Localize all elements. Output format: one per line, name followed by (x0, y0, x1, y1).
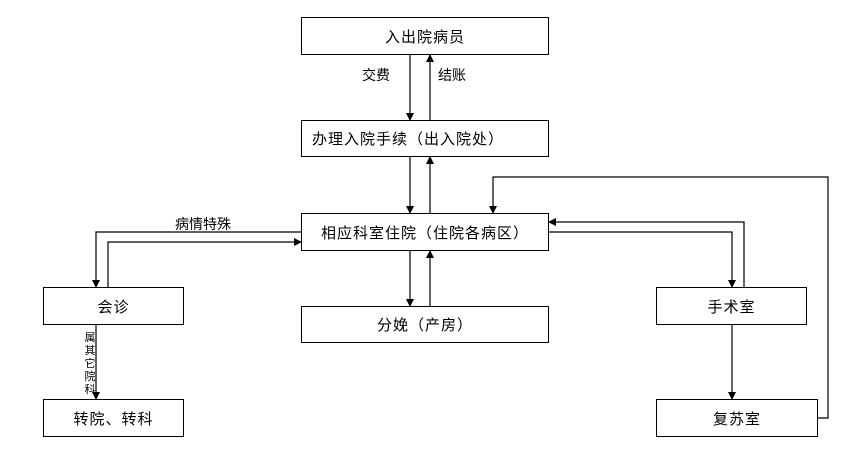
node-delivery-label: 分娩（产房） (376, 316, 473, 334)
node-patients: 入出院病员 (301, 17, 549, 55)
node-delivery: 分娩（产房） (301, 306, 549, 343)
arrow-consult-to-ward (107, 238, 302, 287)
node-surgery: 手术室 (656, 287, 807, 325)
edge-label-special: 病情特殊 (175, 217, 231, 233)
edge-label-settle: 结账 (438, 68, 466, 84)
arrow-ward-to-consult (92, 231, 301, 288)
node-admission: 办理入院手续（出入院处） (301, 120, 549, 157)
edge-label-other-hospital: 属其它院科 (84, 331, 96, 396)
arrow-surgery-to-ward (548, 218, 745, 287)
node-patients-label: 入出院病员 (384, 27, 465, 46)
node-recovery-label: 复苏室 (712, 409, 761, 428)
node-consult-label: 会诊 (97, 297, 130, 316)
node-ward-label: 相应科室住院（住院各病区） (320, 223, 529, 242)
node-ward: 相应科室住院（住院各病区） (301, 213, 549, 251)
arrow-recovery-to-ward (489, 176, 829, 419)
node-surgery-label: 手术室 (707, 297, 756, 316)
node-admission-label: 办理入院手续（出入院处） (312, 130, 505, 148)
arrow-ward-to-surgery (549, 231, 736, 288)
node-transfer: 转院、转科 (43, 399, 184, 437)
node-recovery: 复苏室 (656, 399, 818, 437)
edge-label-pay: 交费 (362, 68, 390, 84)
node-consult: 会诊 (43, 287, 184, 325)
node-transfer-label: 转院、转科 (73, 409, 154, 428)
